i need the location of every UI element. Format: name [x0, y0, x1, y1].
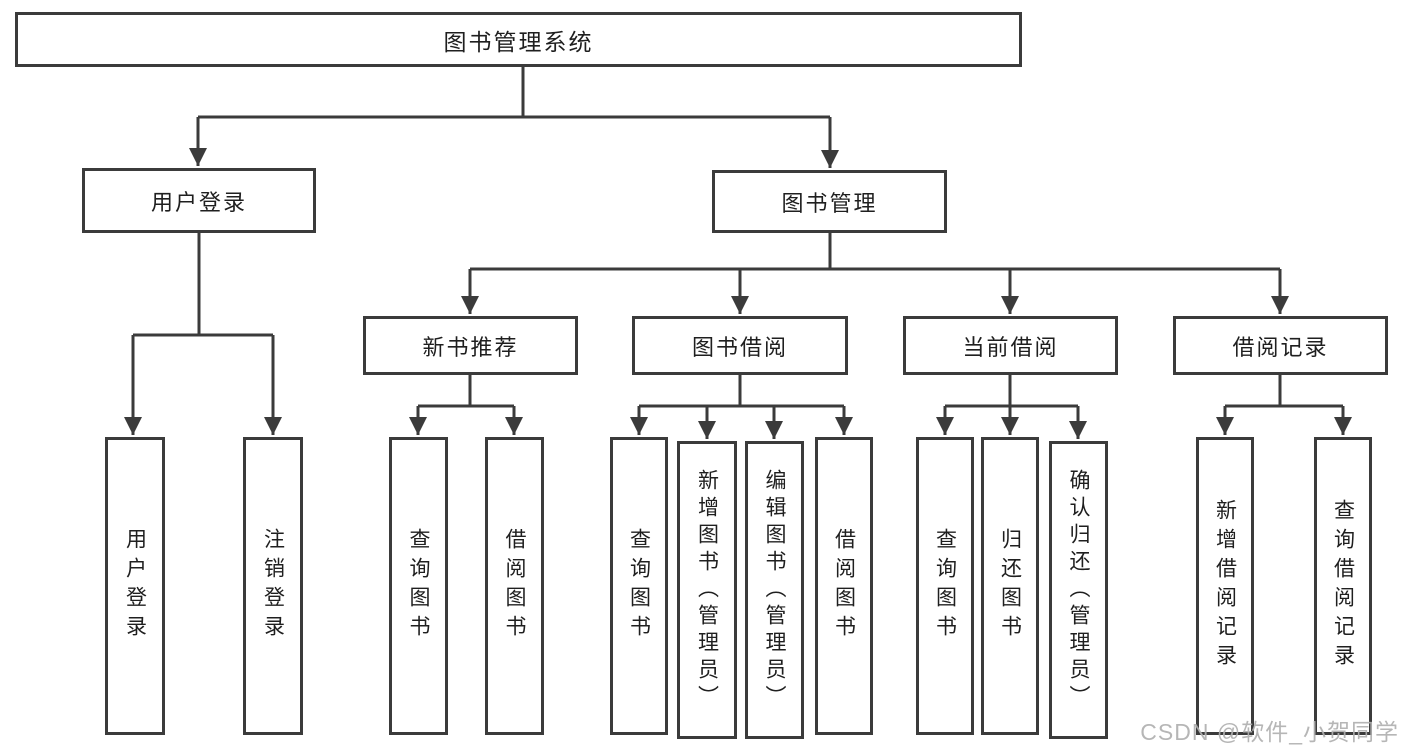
node-book-borrow: 图书借阅: [632, 316, 848, 375]
node-book-management: 图书管理: [712, 170, 947, 233]
leaf-newbook-query-books: 查询图书: [389, 437, 448, 735]
leaf-newbook-borrow-books: 借阅图书: [485, 437, 544, 735]
node-user-login: 用户登录: [82, 168, 316, 233]
leaf-records-query-record: 查询借阅记录: [1314, 437, 1372, 735]
node-borrow-records-label: 借阅记录: [1232, 334, 1329, 360]
leaf-borrow-add-books-admin: 新增图书（管理员）: [677, 441, 737, 739]
node-root-label: 图书管理系统: [443, 28, 594, 55]
node-borrow-records: 借阅记录: [1173, 316, 1388, 375]
leaf-borrow-edit-books-admin: 编辑图书（管理员）: [745, 441, 804, 739]
leaf-borrow-borrow-books: 借阅图书: [815, 437, 873, 735]
node-book-borrow-label: 图书借阅: [691, 334, 788, 360]
node-root: 图书管理系统: [15, 12, 1022, 67]
leaf-borrow-query-books: 查询图书: [610, 437, 668, 735]
leaf-records-add-record: 新增借阅记录: [1196, 437, 1254, 735]
node-book-management-label: 图书管理: [781, 190, 878, 216]
leaf-current-query-books: 查询图书: [916, 437, 974, 735]
leaf-current-return-books: 归还图书: [981, 437, 1039, 735]
node-current-borrow: 当前借阅: [903, 316, 1118, 375]
leaf-user-login: 用户登录: [105, 437, 165, 735]
node-new-book-recommend-label: 新书推荐: [422, 334, 519, 360]
node-current-borrow-label: 当前借阅: [962, 334, 1059, 360]
leaf-current-confirm-return-admin: 确认归还（管理员）: [1049, 441, 1108, 739]
node-new-book-recommend: 新书推荐: [363, 316, 578, 375]
watermark-text: CSDN @软件_小贺同学: [1140, 719, 1399, 745]
leaf-logout-login: 注销登录: [243, 437, 303, 735]
node-user-login-label: 用户登录: [150, 189, 247, 215]
